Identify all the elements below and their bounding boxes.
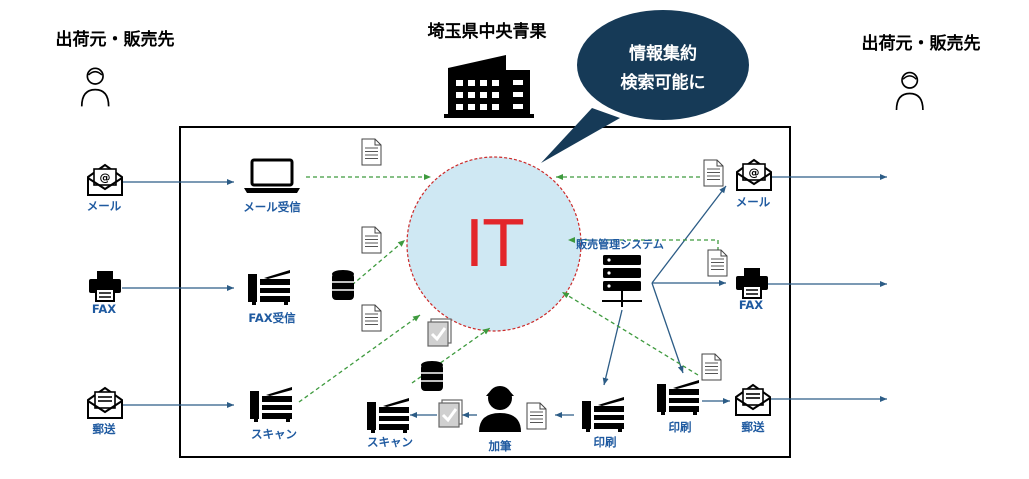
bubble-text-line2: 検索可能に	[621, 72, 706, 93]
document-icon	[361, 138, 382, 166]
sales-system-label: 販売管理システム	[576, 237, 664, 251]
left-fax-icon	[88, 270, 122, 302]
right-mail-label: メール	[736, 195, 771, 209]
left-mail-label: メール	[87, 199, 122, 213]
handwriting-label: 加筆	[488, 439, 512, 453]
document-icon	[526, 402, 547, 430]
right-mail-icon	[736, 159, 772, 191]
solid-connectors	[122, 174, 887, 418]
fax-receive-label: FAX受信	[248, 311, 296, 325]
fax-machine-icon	[248, 270, 290, 305]
right-person-icon	[895, 71, 924, 111]
center-company-title: 埼玉県中央青果	[428, 21, 547, 42]
document-icon	[361, 226, 382, 254]
printer-icon	[657, 380, 699, 415]
it-hub-text: IT	[465, 208, 524, 282]
document-icon	[707, 249, 728, 277]
mail-receive-label: メール受信	[243, 200, 301, 214]
left-post-label: 郵送	[93, 422, 116, 436]
scanner-icon	[250, 387, 292, 422]
server-icon	[602, 255, 642, 307]
right-post-icon	[735, 384, 771, 416]
left-party-title: 出荷元・販売先	[56, 29, 175, 50]
bubble-text-line1: 情報集約	[629, 43, 697, 64]
right-post-label: 郵送	[742, 420, 765, 434]
checked-document-icon	[437, 398, 464, 429]
checked-document-icon	[426, 317, 453, 348]
it-hub-circle	[406, 156, 582, 332]
printer-icon	[582, 397, 624, 432]
right-fax-label: FAX	[739, 298, 763, 312]
building-icon	[444, 55, 534, 118]
left-fax-label: FAX	[92, 302, 116, 316]
speech-bubble	[541, 10, 749, 163]
scan-bottom-label: スキャン	[367, 435, 413, 449]
it-system-frame	[179, 126, 791, 458]
left-mail-icon	[87, 164, 123, 196]
right-party-title: 出荷元・販売先	[862, 33, 981, 54]
database-icon	[331, 269, 355, 301]
laptop-icon	[244, 158, 300, 193]
scanner-icon	[367, 398, 409, 433]
document-icon	[701, 353, 722, 381]
print-bottom-label: 印刷	[594, 435, 617, 449]
left-post-icon	[87, 387, 123, 419]
left-person-icon	[80, 67, 110, 108]
document-icon	[361, 304, 382, 332]
print-right-label: 印刷	[669, 420, 692, 434]
scan-left-label: スキャン	[251, 427, 297, 441]
right-fax-icon	[735, 267, 769, 299]
document-icon	[703, 159, 724, 187]
database-icon	[420, 360, 444, 392]
person-handwriting-icon	[479, 386, 521, 432]
